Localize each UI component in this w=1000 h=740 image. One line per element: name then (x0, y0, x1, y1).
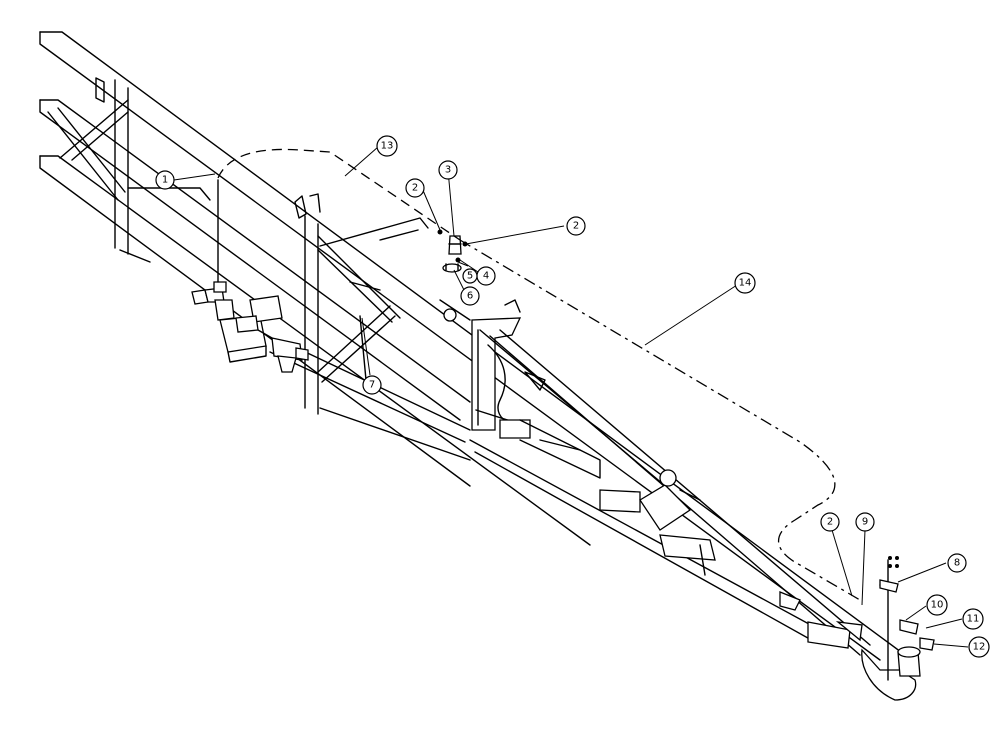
callout-1: 1 (155, 170, 175, 190)
svg-text:10: 10 (931, 600, 944, 611)
svg-text:14: 14 (739, 278, 752, 289)
boundary-13 (217, 148, 461, 241)
callout-13: 13 (376, 135, 398, 157)
svg-text:11: 11 (967, 614, 980, 625)
callout-2-upper-right: 2 (566, 216, 586, 236)
valve-assembly (191, 179, 367, 381)
svg-text:9: 9 (862, 517, 868, 528)
svg-text:7: 7 (369, 380, 375, 391)
callout-11: 11 (962, 608, 984, 630)
callout-5: 5 (462, 268, 478, 284)
callout-10: 10 (926, 594, 948, 616)
nozzle-fitting (437, 229, 468, 273)
callout-2-upper-left: 2 (405, 178, 425, 198)
callout-2-tip: 2 (820, 512, 840, 532)
boom-tip-assembly (861, 556, 935, 701)
leader-lines (173, 146, 969, 648)
svg-text:1: 1 (162, 175, 168, 186)
callout-12: 12 (968, 636, 990, 658)
svg-text:13: 13 (381, 141, 394, 152)
boundary-14 (459, 239, 861, 601)
svg-text:5: 5 (467, 271, 473, 282)
svg-text:4: 4 (483, 271, 489, 282)
svg-text:2: 2 (573, 221, 579, 232)
inner-boom-section (469, 329, 871, 656)
outer-boom-truss (39, 31, 906, 661)
hinge-bracket (439, 299, 601, 479)
svg-text:2: 2 (827, 517, 833, 528)
callout-8: 8 (947, 553, 967, 573)
callout-6: 6 (460, 286, 480, 306)
callout-4: 4 (476, 266, 496, 286)
svg-text:12: 12 (973, 642, 986, 653)
svg-text:8: 8 (954, 558, 960, 569)
callout-7: 7 (362, 375, 382, 395)
svg-text:2: 2 (412, 183, 418, 194)
callout-14: 14 (734, 272, 756, 294)
callout-9: 9 (855, 512, 875, 532)
callout-3: 3 (438, 160, 458, 180)
svg-text:6: 6 (467, 291, 473, 302)
svg-text:3: 3 (445, 165, 451, 176)
